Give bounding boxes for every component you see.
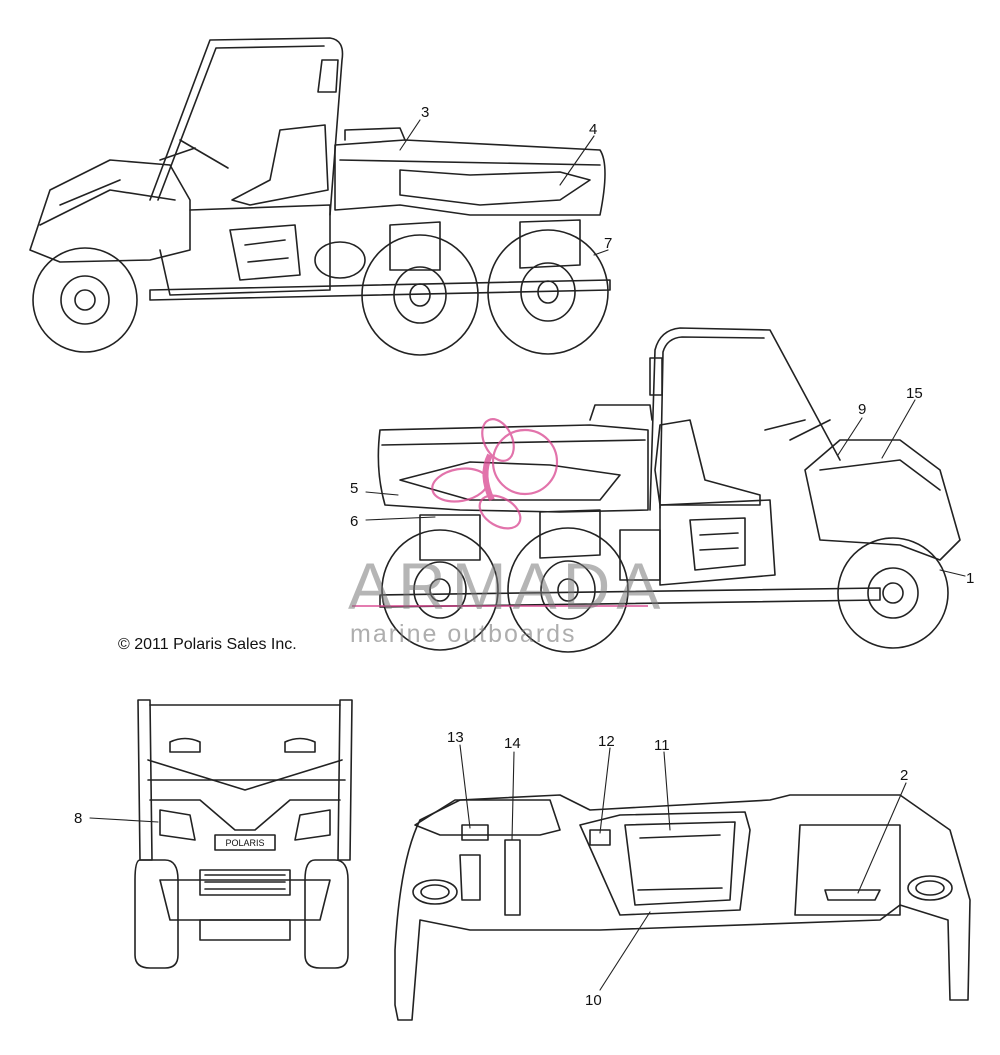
watermark-title: ARMADA	[348, 549, 667, 623]
callout-15: 15	[906, 385, 923, 402]
callout-1: 1	[966, 570, 974, 587]
callout-10: 10	[585, 992, 602, 1009]
callout-3: 3	[421, 104, 429, 121]
callout-13: 13	[447, 729, 464, 746]
vehicle-side-view-middle	[377, 327, 961, 653]
callout-12: 12	[598, 733, 615, 750]
callout-4: 4	[589, 121, 597, 138]
callout-2: 2	[900, 767, 908, 784]
vehicle-side-view-top	[29, 37, 611, 356]
callout-7: 7	[604, 235, 612, 252]
callout-8: 8	[74, 810, 82, 827]
callout-5: 5	[350, 480, 358, 497]
grille-brand-text: POLARIS	[225, 838, 264, 848]
callout-labels: 3 4 7 9 15 5 6 1 8 13 14 12 11 2 10	[74, 104, 974, 1009]
decal-13	[461, 824, 489, 841]
decal-12	[589, 829, 611, 846]
callout-6: 6	[350, 513, 358, 530]
copyright-text: © 2011 Polaris Sales Inc.	[118, 636, 297, 653]
vehicle-front-view	[134, 699, 353, 969]
callout-11: 11	[654, 737, 670, 754]
dashboard-panel	[394, 794, 971, 1021]
watermark-subtitle: marine outboards	[350, 620, 577, 648]
callout-14: 14	[504, 735, 521, 752]
callout-9: 9	[858, 401, 866, 418]
leader-lines	[89, 119, 966, 991]
decal-2	[824, 889, 881, 901]
watermark-emblem	[431, 418, 559, 530]
